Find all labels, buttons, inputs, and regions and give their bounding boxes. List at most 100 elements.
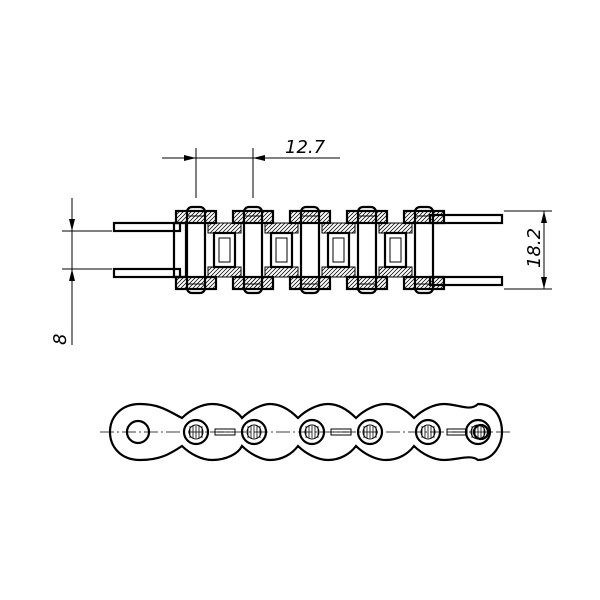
hatch-line <box>289 276 295 282</box>
roller-bore <box>218 237 231 263</box>
inner-width-dimension: 8 <box>50 198 112 345</box>
overall-width-dimension: 18.2 <box>504 210 552 290</box>
side-view-outline <box>108 402 504 462</box>
hatch-line <box>209 222 221 234</box>
side-roller <box>182 418 210 446</box>
hatch-line <box>415 276 429 290</box>
inner-links <box>172 209 446 291</box>
hatch-line <box>290 269 299 278</box>
side-view-rollers <box>182 418 492 446</box>
hatch-line <box>270 222 282 234</box>
pin-end <box>420 424 436 440</box>
hatch-line <box>175 210 185 220</box>
hatch-line <box>321 222 327 228</box>
hatch-line <box>248 276 262 290</box>
chain-side-view <box>100 402 510 462</box>
roller-bore <box>275 237 288 263</box>
chain-pin <box>356 205 378 295</box>
hatch-line <box>378 214 388 224</box>
pin-end <box>246 424 262 440</box>
pin-end <box>470 424 486 440</box>
hatch-line <box>207 222 217 232</box>
hatch-line <box>400 222 412 234</box>
hatch-line <box>286 266 298 278</box>
hatch-line <box>358 276 372 290</box>
hatch-line <box>305 276 319 290</box>
hatch-line <box>388 222 400 234</box>
hatch-line <box>278 222 290 234</box>
pin-end <box>304 424 320 440</box>
side-view-link-plates <box>214 428 468 436</box>
pitch-dimension-label: 12.7 <box>285 137 326 158</box>
hatch-line <box>264 222 274 232</box>
hatch-line <box>327 266 339 278</box>
side-roller <box>464 418 492 446</box>
roller-outer <box>182 418 210 446</box>
hatch-line <box>403 210 413 220</box>
hatch-line <box>384 266 396 278</box>
hatch-line <box>327 222 339 234</box>
pin-body <box>356 205 378 295</box>
hatch-line <box>396 266 408 278</box>
hatch-line <box>325 284 331 290</box>
hatch-line <box>217 266 229 278</box>
hatch-line <box>419 276 433 290</box>
hatch-line <box>321 222 331 232</box>
hatch-line <box>187 210 201 224</box>
hatch-line <box>347 269 356 278</box>
inner-link <box>345 209 413 291</box>
hatch-line <box>382 284 388 290</box>
hatch-line <box>274 222 286 234</box>
right-end-hole <box>472 423 490 441</box>
hatch-line <box>282 266 294 278</box>
hatch-line <box>305 210 319 224</box>
pitch-dimension: 12.7 <box>162 137 340 198</box>
hatch-line <box>323 266 335 278</box>
hatch-line <box>392 222 404 234</box>
hatch-line <box>221 266 233 278</box>
hatch-line <box>358 210 372 224</box>
hatch-line <box>321 266 327 272</box>
hatch-line <box>229 266 241 278</box>
plate-marking <box>214 428 236 436</box>
chain-pin <box>185 205 207 295</box>
hatch-line <box>321 280 331 290</box>
hatch-line <box>211 284 217 290</box>
hatch-line <box>331 222 343 234</box>
hatch-line <box>221 222 233 234</box>
hatch-line <box>346 210 352 216</box>
hatch-line <box>294 229 299 234</box>
plate-marking <box>446 428 468 436</box>
hatch-line <box>439 284 445 290</box>
hatch-line <box>380 222 392 234</box>
hatch-line <box>207 222 213 228</box>
hatch-line <box>301 276 315 290</box>
right-end-plates <box>428 213 504 287</box>
side-roller <box>240 418 268 446</box>
hatch-line <box>248 210 262 224</box>
plate-stamp <box>214 428 236 436</box>
hatch-line <box>213 222 225 234</box>
roller-bore <box>332 237 345 263</box>
hatch-line <box>207 214 217 224</box>
hatch-line <box>237 229 242 234</box>
hatch-line <box>335 266 347 278</box>
hatch-line <box>286 222 298 234</box>
hatch-line <box>325 218 331 224</box>
hatch-line <box>232 276 242 286</box>
hatch-line <box>264 214 274 224</box>
hatch-line <box>244 210 258 224</box>
roller-outer <box>464 418 492 446</box>
hatch-line <box>264 222 270 228</box>
hatch-line <box>225 222 237 234</box>
hatch-line <box>289 276 299 286</box>
roller-outer <box>414 418 442 446</box>
roller-bushing <box>269 231 294 269</box>
hatch-line <box>388 266 400 278</box>
pin-end <box>188 424 204 440</box>
hatch-line <box>264 280 274 290</box>
hatch-line <box>351 229 356 234</box>
hatch-line <box>268 284 274 290</box>
hatch-line <box>419 210 433 224</box>
hatch-line <box>362 276 376 290</box>
